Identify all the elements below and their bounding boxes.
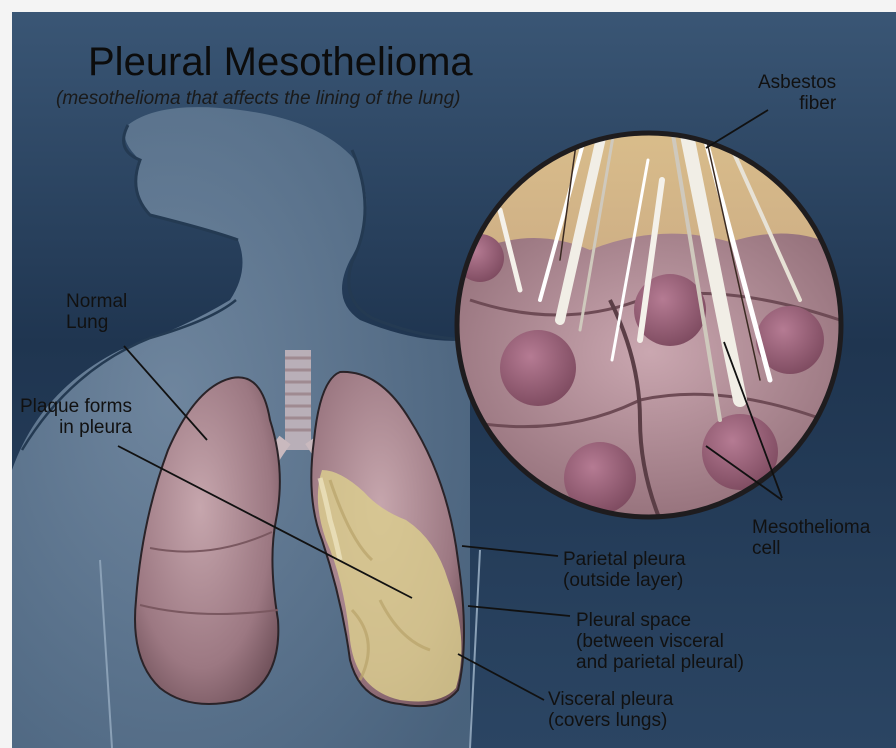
mesothelioma-cell [500,330,576,406]
label-visceral-pleura: Visceral pleura(covers lungs) [548,689,673,731]
label-parietal-pleura: Parietal pleura(outside layer) [563,549,686,591]
diagram-subtitle: (mesothelioma that affects the lining of… [56,88,461,109]
diagram-title: Pleural Mesothelioma [88,40,473,84]
